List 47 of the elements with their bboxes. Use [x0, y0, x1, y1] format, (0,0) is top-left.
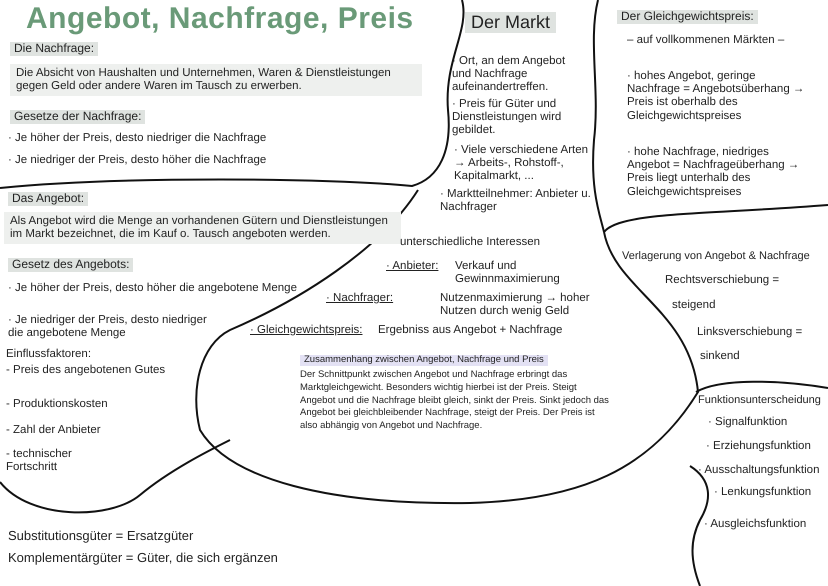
section-heading: Gesetze der Nachfrage: [10, 110, 146, 124]
note-text: unterschiedliche Interessen [400, 236, 541, 250]
note-text: Verkauf und Gewinnmaximierung [455, 260, 561, 286]
term-label: · Gleichgewichtspreis: [250, 324, 362, 338]
note-text: Funktionsunterscheidung [698, 394, 821, 407]
note-text: · Je höher der Preis, desto höher die angebotene Menge [8, 282, 298, 296]
note-text: - technischer Fortschritt [6, 448, 73, 474]
note-text: · Signalfunktion [708, 416, 788, 430]
section-heading: Zusammenhang zwischen Angebot, Nachfrage und Preis [300, 355, 548, 366]
term-label: · Nachfrager: [326, 292, 394, 306]
section-heading: Gesetz des Angebots: [8, 258, 134, 272]
definition-text: Die Absicht von Haushalten und Unternehmen, Waren & Dienstleistungen gegen Geld oder andere Waren im Tausch zu erwerben. [10, 64, 422, 96]
note-text: · hohe Nachfrage, niedriges Angebot = Nachfrageüberhang → Preis liegt unterhalb des Gleichgewichtspreises [627, 146, 800, 199]
section-heading: Die Nachfrage: [10, 42, 98, 56]
definition-text: Als Angebot wird die Menge an vorhandenen Gütern und Dienstleistungen im Markt bezeichnet, die im Kauf o. Tausch angeboten werden. [4, 212, 401, 244]
note-text: Einflussfaktoren: [6, 348, 92, 362]
note-text: Linksverschiebung = [697, 326, 802, 340]
note-text: - Preis des angebotenen Gutes [6, 364, 166, 378]
note-text: · Je höher der Preis, desto niedriger die Nachfrage [8, 132, 268, 146]
note-text: Substitutionsgüter = Ersatzgüter [8, 528, 194, 543]
note-text: Verlagerung von Angebot & Nachfrage [622, 250, 810, 263]
note-text: · Marktteilnehmer: Anbieter u. Nachfrager [440, 188, 592, 214]
note-text: · Lenkungsfunktion [714, 486, 812, 500]
note-text: · Erziehungsfunktion [706, 440, 811, 454]
note-text: · Je niedriger der Preis, desto höher die Nachfrage [8, 154, 268, 168]
note-text: · Ausgleichsfunktion [704, 518, 806, 532]
note-text: steigend [672, 299, 716, 312]
section-heading: Der Gleichgewichtspreis: [617, 10, 758, 24]
note-text: Nutzenmaximierung → hoher Nutzen durch wenig Geld [440, 292, 591, 318]
note-text: - Produktionskosten [6, 398, 108, 412]
note-text: · hohes Angebot, geringe Nachfrage = Angebotsüberhang → Preis ist oberhalb des Gleichgewichtspreises [627, 70, 805, 123]
note-text: sinkend [700, 350, 740, 364]
note-text: · Ort, an dem Angebot und Nachfrage aufeinandertreffen. [452, 55, 566, 95]
note-text: Rechtsverschiebung = [665, 274, 780, 288]
note-text: · Viele verschiedene Arten → Arbeits-, Rohstoff-, Kapitalmarkt, ... [454, 144, 590, 184]
note-text: Komplementärgüter = Güter, die sich ergänzen [8, 550, 278, 565]
note-text: – auf vollkommenen Märkten – [627, 34, 786, 48]
note-text: · Preis für Güter und Dienstleistungen wird gebildet. [452, 98, 562, 138]
note-text: Ergebniss aus Angebot + Nachfrage [378, 324, 564, 338]
section-heading: Das Angebot: [8, 192, 88, 206]
section-heading: Der Markt [465, 12, 556, 33]
page-title: Angebot, Nachfrage, Preis [26, 2, 414, 36]
note-text: - Zahl der Anbieter [6, 424, 101, 438]
note-text: Der Schnittpunkt zwischen Angebot und Nachfrage erbringt das Marktgleichgewicht. Besonders wichtig hierbei ist der Preis. Steigt Angebot und die Nachfrage bleibt gleich, sinkt der Preis. Sinkt jedoch das Angebot bei gleichbleibender Nachfrage, steigt der Preis. Der Preis ist also abhängig von Angebot und Nachfrage. [300, 369, 610, 434]
note-text: · Ausschaltungsfunktion [698, 464, 820, 478]
note-text: · Je niedriger der Preis, desto niedriger die angebotene Menge [8, 314, 208, 340]
term-label: · Anbieter: [386, 260, 438, 274]
